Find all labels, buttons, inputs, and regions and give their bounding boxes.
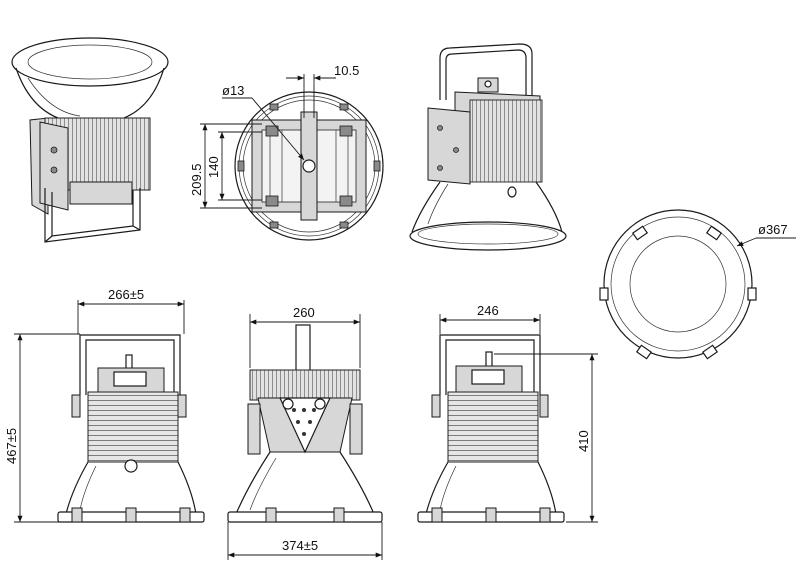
- dim-reflector-diameter: 374±5: [227, 522, 383, 560]
- rear-view: [417, 334, 565, 523]
- bracket-height-outer-label: 209.5: [189, 163, 204, 196]
- iso-view-left: [11, 37, 169, 243]
- total-height-label: 467±5: [4, 428, 19, 464]
- dim-side-width: 260: [249, 305, 361, 368]
- dim-bolt-hole: ø13: [222, 83, 305, 161]
- dim-total-height: 467±5: [4, 333, 80, 523]
- dim-rear-width: 246: [439, 303, 541, 334]
- rear-width-label: 246: [477, 303, 499, 318]
- front-width-label: 266±5: [108, 287, 144, 302]
- mount-slot-width-label: 10.5: [334, 63, 359, 78]
- bracket-height-inner-label: 140: [206, 156, 221, 178]
- reflector-diameter-label: 374±5: [282, 538, 318, 553]
- side-width-label: 260: [293, 305, 315, 320]
- iso-view-right: [409, 43, 567, 251]
- dim-bracket-heights: 209.5 140: [189, 123, 262, 209]
- rear-height-label: 410: [576, 430, 591, 452]
- dim-rear-height: 410: [494, 353, 598, 523]
- top-view: [234, 91, 384, 241]
- front-view: [57, 334, 205, 523]
- dim-ring-diameter: ø367: [736, 222, 796, 247]
- ring-diameter-label: ø367: [758, 222, 788, 237]
- ring-view: [599, 209, 757, 360]
- dim-front-width: 266±5: [77, 287, 185, 334]
- side-view: [227, 324, 383, 523]
- bolt-hole-label: ø13: [222, 83, 244, 98]
- dim-mount-slot: 10.5: [286, 63, 359, 118]
